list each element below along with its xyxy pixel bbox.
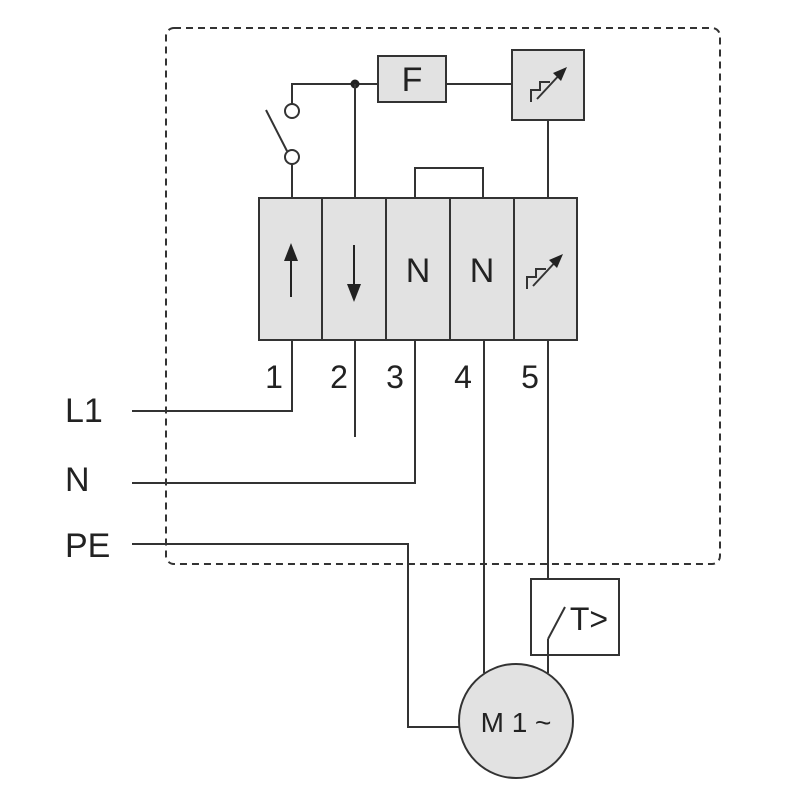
arrow-up-icon [284, 243, 298, 297]
terminal-4-symbol: N [470, 252, 495, 290]
thermostat-contact [547, 606, 566, 640]
bridge-n-terminals [414, 167, 484, 198]
motor-label: M 1 ~ [481, 707, 552, 738]
switch-lever [265, 109, 288, 152]
arrow-down-icon [347, 245, 361, 302]
supply-label-n: N [65, 461, 90, 499]
supply-label-l1: L1 [65, 392, 103, 430]
terminal-number-3: 3 [386, 359, 404, 395]
switch-contact-bottom [284, 149, 300, 165]
variable-control-icon [526, 254, 563, 289]
wire-n [132, 340, 416, 484]
fuse-label: F [402, 61, 423, 99]
terminal-3 [385, 197, 451, 341]
terminal-number-1: 1 [265, 359, 283, 395]
terminal-number-2: 2 [330, 359, 348, 395]
thermostat-label: T> [570, 601, 608, 637]
wire-pe [132, 543, 459, 728]
terminal-number-5: 5 [521, 359, 539, 395]
variable-control-icon [530, 67, 567, 102]
fuse-box [377, 55, 447, 103]
wire-l1 [132, 340, 293, 412]
terminal-3-symbol: N [406, 252, 431, 290]
supply-label-pe: PE [65, 527, 110, 565]
terminal-number-4: 4 [454, 359, 472, 395]
terminal-4 [449, 197, 515, 341]
housing-boundary [165, 27, 721, 565]
switch-contact-top [284, 103, 300, 119]
speed-control-box [511, 49, 585, 121]
motor-circle [458, 663, 574, 779]
thermostat-box [530, 578, 620, 656]
